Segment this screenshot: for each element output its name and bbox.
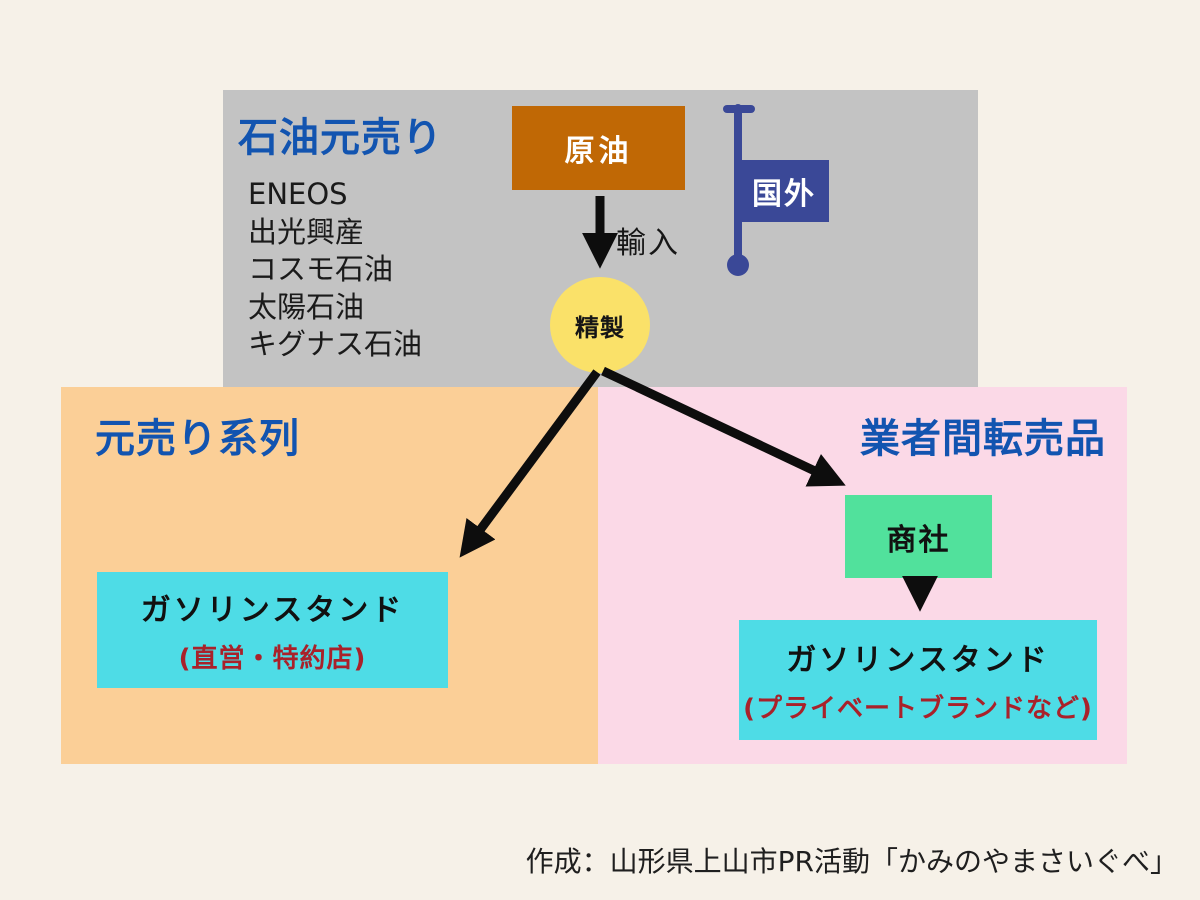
overseas-flag-label: 国外 <box>752 177 816 212</box>
company-item: キグナス石油 <box>248 327 423 361</box>
resale-panel-title: 業者間転売品 <box>860 416 1106 462</box>
refining-label: 精製 <box>575 313 625 342</box>
wholesaler-company-list: ENEOS 出光興産 コスモ石油 太陽石油 キグナス石油 <box>248 176 422 364</box>
crude-oil-node: 原油 <box>512 106 685 190</box>
refining-node: 精製 <box>550 277 650 373</box>
overseas-flag: 国外 <box>739 160 829 222</box>
gas-station-branded-sublabel: (直営・特約店) <box>178 644 367 674</box>
gas-station-resale-label: ガソリンスタンド <box>786 643 1050 678</box>
company-item: コスモ石油 <box>248 252 394 286</box>
branded-panel-title: 元売り系列 <box>95 416 300 462</box>
gas-station-resale-node: ガソリンスタンド (プライベートブランドなど) <box>739 620 1097 740</box>
wholesalers-panel-title: 石油元売り <box>238 115 443 161</box>
company-item: 太陽石油 <box>248 289 365 324</box>
gas-station-branded-node: ガソリンスタンド (直営・特約店) <box>97 572 448 688</box>
gas-station-resale-sublabel: (プライベートブランドなど) <box>743 694 1093 724</box>
crude-oil-label: 原油 <box>564 134 633 169</box>
trading-company-label: 商社 <box>886 522 951 558</box>
credit-text: 作成：山形県上山市PR活動「かみのやまさいぐべ」 <box>525 845 1178 878</box>
company-item: 出光興産 <box>248 214 365 249</box>
import-label: 輸入 <box>616 226 680 261</box>
trading-company-node: 商社 <box>845 495 992 578</box>
gas-station-branded-label: ガソリンスタンド <box>140 593 405 628</box>
company-item: ENEOS <box>248 177 348 211</box>
